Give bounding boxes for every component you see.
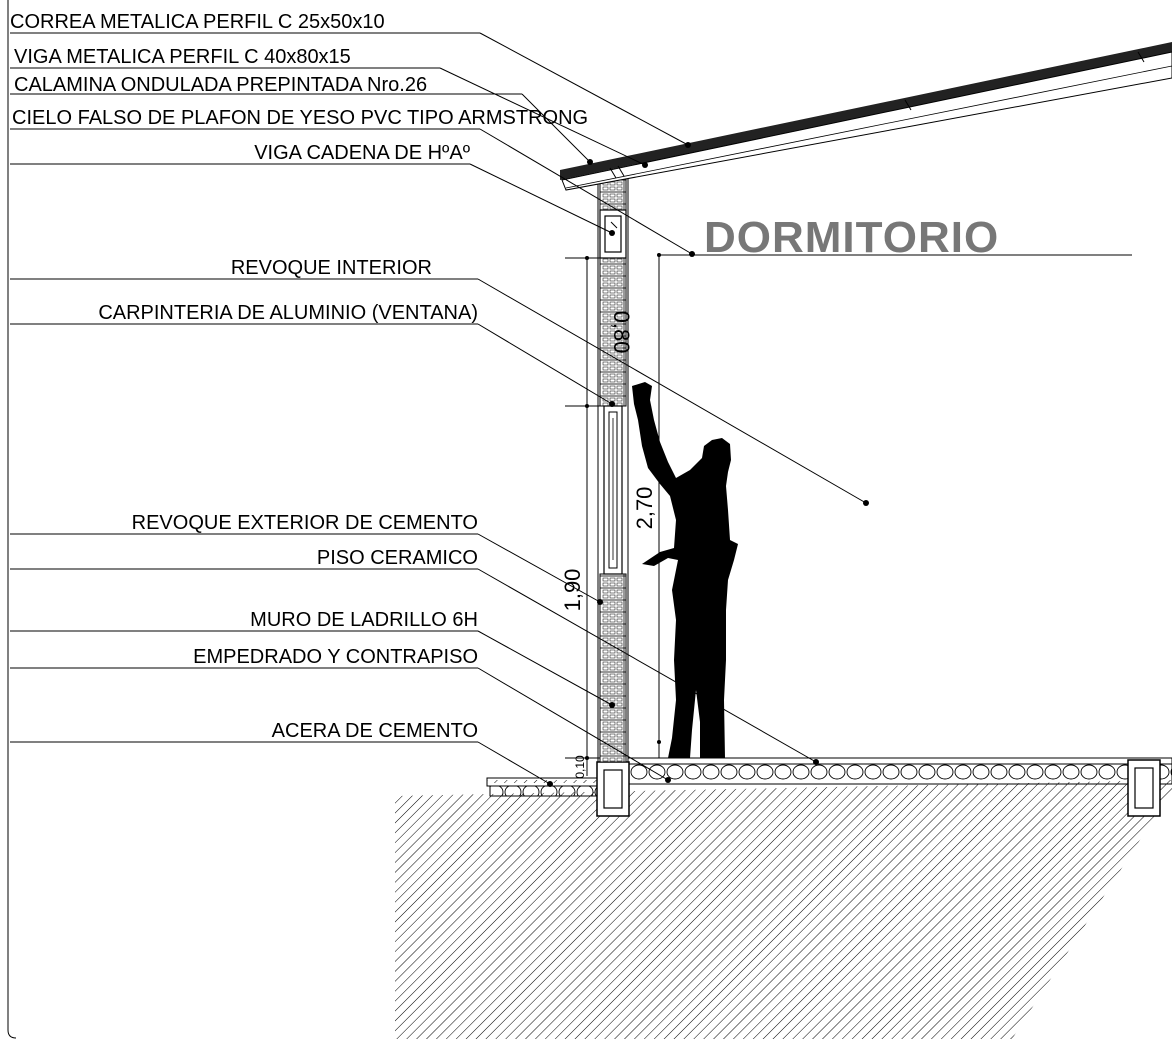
leader-lines xyxy=(10,32,869,787)
label-viga-cadena: VIGA CADENA DE HºAº xyxy=(254,142,470,164)
dim-floor-ceiling: 2,70 xyxy=(632,487,657,530)
aluminium-window xyxy=(603,405,623,575)
label-viga-metalica: VIGA METALICA PERFIL C 40x80x15 xyxy=(14,46,351,68)
floor-slab xyxy=(627,757,1172,785)
human-silhouette xyxy=(632,382,738,758)
label-empedrado: EMPEDRADO Y CONTRAPISO xyxy=(193,646,478,668)
label-carpinteria: CARPINTERIA DE ALUMINIO (VENTANA) xyxy=(98,302,478,324)
sheet-border xyxy=(7,0,17,1039)
roof xyxy=(560,42,1172,191)
dim-upper-wall: 0,80 xyxy=(609,311,634,354)
label-revoque-interior: REVOQUE INTERIOR xyxy=(231,257,432,279)
label-acera: ACERA DE CEMENTO xyxy=(272,720,478,742)
dim-window-sill: 1,90 xyxy=(560,569,585,612)
sidewalk xyxy=(486,777,598,797)
label-correa: CORREA METALICA PERFIL C 25x50x10 xyxy=(10,11,385,33)
foundation-beam-left xyxy=(596,761,630,817)
dim-sidewalk-step: 0,10 xyxy=(573,755,587,779)
ground-hatch xyxy=(395,780,1172,1039)
room-label: DORMITORIO xyxy=(704,213,999,262)
label-muro: MURO DE LADRILLO 6H xyxy=(250,609,478,631)
label-revoque-exterior: REVOQUE EXTERIOR DE CEMENTO xyxy=(132,512,478,534)
foundation-beam-right xyxy=(1127,759,1161,817)
label-piso-ceramico: PISO CERAMICO xyxy=(317,547,478,569)
dimension-lines xyxy=(565,253,661,776)
label-cielo-falso: CIELO FALSO DE PLAFON DE YESO PVC TIPO A… xyxy=(12,107,588,129)
label-calamina: CALAMINA ONDULADA PREPINTADA Nro.26 xyxy=(14,74,427,96)
